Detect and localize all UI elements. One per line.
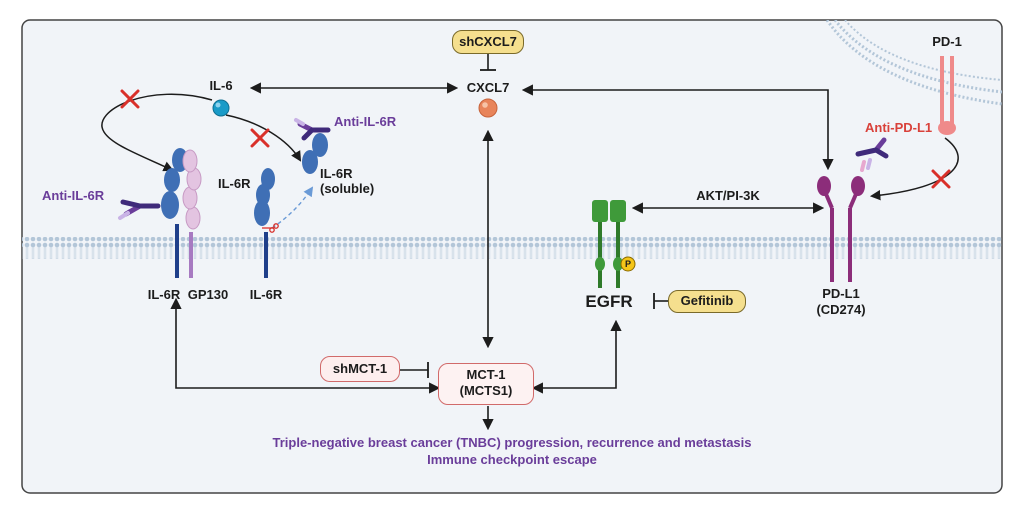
phospho-badge	[620, 256, 636, 272]
cxcl7-label: CXCL7	[466, 80, 510, 95]
pdl1-line2: (CD274)	[816, 302, 866, 317]
shedding-arrow	[271, 186, 314, 229]
il6-to-soluble-arrow	[225, 114, 302, 162]
outcome-line2: Immune checkpoint escape	[427, 452, 597, 467]
shmct1-pill: shMCT-1	[320, 356, 400, 382]
pd1-receptor	[938, 56, 956, 135]
outcome-text: Triple-negative breast cancer (TNBC) pro…	[272, 434, 751, 468]
shcxcl7-pill: shCXCL7	[452, 30, 524, 54]
anti-il6r-left-label: Anti-IL-6R	[42, 188, 105, 203]
il6r-soluble	[302, 133, 328, 174]
egfr-label: EGFR	[585, 292, 633, 311]
il6-to-il6r-arrow	[101, 93, 213, 172]
scissors-icon	[262, 223, 279, 233]
mct1-egfr-arrow	[531, 319, 622, 394]
antipdl1-to-pdl1-arrow	[869, 137, 959, 201]
akt-label: AKT/PI-3K	[696, 188, 760, 203]
il6-label: IL-6	[209, 78, 233, 93]
egfr-receptor	[592, 200, 626, 288]
gefitinib-pill: Gefitinib	[668, 290, 746, 313]
il6r-soluble-line2: (soluble)	[320, 181, 375, 196]
il6r-soluble-line1: IL-6R	[320, 166, 353, 181]
il6-ball	[212, 99, 230, 117]
il6r-membrane-free	[254, 168, 275, 278]
cxcl7-pdl1-arrow	[521, 84, 834, 171]
mct1-il6r-arrow	[170, 297, 441, 394]
il6r-soluble-label: IL-6R (soluble)	[320, 166, 374, 196]
inhibition-cross-icon	[120, 89, 140, 109]
gp130-label: GP130	[187, 287, 229, 302]
il6r-bottom-right-label: IL-6R	[249, 287, 283, 302]
outcome-line1: Triple-negative breast cancer (TNBC) pro…	[272, 435, 752, 450]
il6r-gp130-complex	[161, 148, 202, 278]
antibody-icon	[294, 118, 331, 141]
pd1-label: PD-1	[932, 34, 962, 49]
anti-il6r-top-label: Anti-IL-6R	[334, 114, 397, 129]
pdl1-label: PD-L1 (CD274)	[816, 286, 865, 318]
il6r-bottom-left-label: IL-6R	[147, 287, 181, 302]
t-cell-membrane	[825, 20, 1002, 106]
inhibition-cross-icon	[931, 169, 951, 189]
phospho-label: P	[624, 259, 632, 269]
cxcl7-ball	[478, 98, 498, 118]
mct1-line1: MCT-1	[466, 367, 506, 382]
pdl1-line1: PD-L1	[822, 286, 860, 301]
antibody-icon	[855, 137, 889, 172]
il6r-free-label: IL-6R	[218, 176, 251, 191]
cell-membrane	[22, 237, 1002, 259]
anti-pdl1-label: Anti-PD-L1	[865, 120, 933, 135]
antibody-icon	[118, 199, 161, 220]
pdl1-receptor	[817, 176, 865, 282]
mct1-line2: (MCTS1)	[459, 383, 513, 398]
mct1-box: MCT-1 (MCTS1)	[438, 363, 534, 405]
inhibition-cross-icon	[250, 128, 270, 148]
